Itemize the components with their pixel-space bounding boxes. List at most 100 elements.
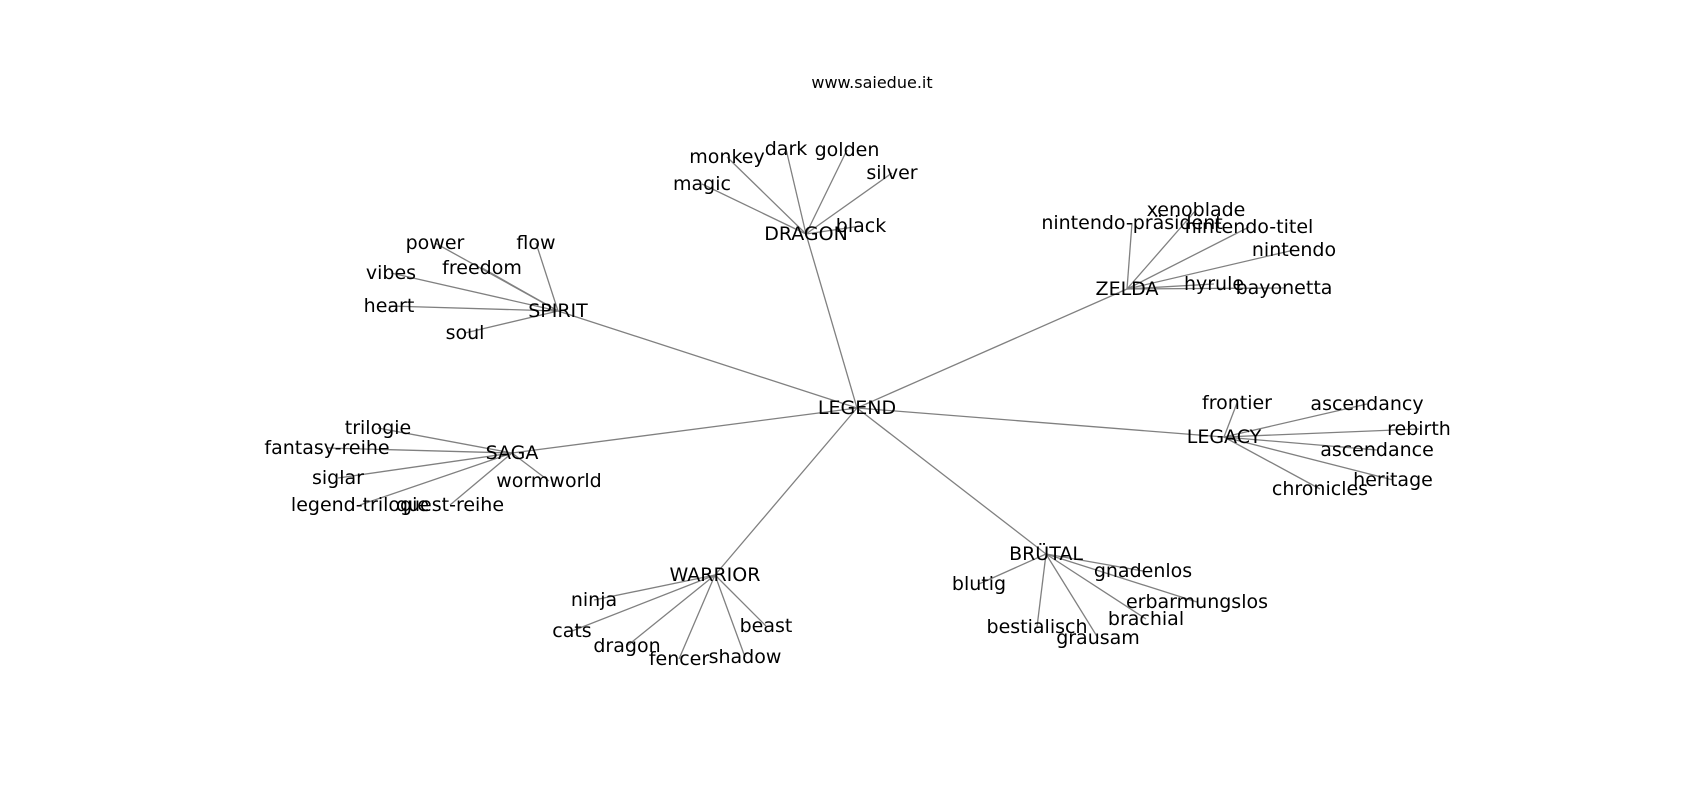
edge-warrior-ninja bbox=[593, 574, 716, 601]
node-leaf-freedom: freedom bbox=[442, 257, 522, 279]
edge-saga-quest-reihe bbox=[449, 452, 513, 506]
edge-brutal-gnadenlos bbox=[1045, 553, 1144, 572]
edge-legacy-frontier bbox=[1223, 402, 1238, 438]
edge-brutal-blutig bbox=[978, 553, 1047, 585]
node-leaf-heart: heart bbox=[364, 295, 415, 317]
node-leaf-dark: dark bbox=[765, 138, 808, 160]
node-leaf-silver: silver bbox=[866, 162, 917, 184]
edge-spirit-heart bbox=[388, 305, 559, 312]
edge-saga-siglar bbox=[337, 452, 513, 479]
node-leaf-golden: golden bbox=[815, 139, 880, 161]
node-leaf-heritage: heritage bbox=[1353, 469, 1433, 491]
edge-warrior-dragon bbox=[626, 574, 716, 647]
node-root: LEGEND bbox=[818, 397, 896, 419]
edge-legacy-ascendancy bbox=[1223, 403, 1368, 438]
edge-root-spirit bbox=[557, 310, 858, 409]
node-hub-warrior: WARRIOR bbox=[670, 564, 761, 586]
node-leaf-legend-trilogie: legend-trilogie bbox=[291, 494, 429, 516]
edge-saga-wormworld bbox=[511, 452, 550, 482]
edge-saga-legend-trilogie bbox=[359, 452, 513, 506]
edge-dragon-magic bbox=[701, 183, 807, 235]
node-leaf-ascendance: ascendance bbox=[1320, 439, 1434, 461]
node-leaf-cats: cats bbox=[552, 620, 591, 642]
node-leaf-brachial: brachial bbox=[1108, 608, 1184, 630]
edge-dragon-dark bbox=[785, 148, 807, 235]
node-leaf-power: power bbox=[406, 232, 465, 254]
node-leaf-grausam: grausam bbox=[1056, 627, 1140, 649]
node-leaf-hyrule: hyrule bbox=[1184, 273, 1244, 295]
caption: www.saiedue.it bbox=[811, 73, 932, 92]
node-leaf-black: black bbox=[836, 215, 886, 237]
edge-dragon-monkey bbox=[726, 156, 807, 235]
edge-legacy-heritage bbox=[1223, 436, 1394, 481]
edge-root-warrior bbox=[714, 407, 858, 576]
node-leaf-wormworld: wormworld bbox=[496, 470, 601, 492]
edge-warrior-beast bbox=[714, 574, 767, 627]
node-leaf-ascendancy: ascendancy bbox=[1310, 393, 1423, 415]
edge-brutal-bestialisch bbox=[1036, 553, 1047, 628]
edge-spirit-soul bbox=[464, 310, 559, 334]
node-leaf-erbarmungslos: erbarmungslos bbox=[1126, 591, 1268, 613]
node-leaf-rebirth: rebirth bbox=[1387, 418, 1451, 440]
edge-brutal-grausam bbox=[1045, 553, 1099, 639]
node-leaf-flow: flow bbox=[516, 232, 555, 254]
node-hub-brutal: BRÜTAL bbox=[1009, 542, 1083, 565]
node-leaf-nintendo-titel: nintendo-titel bbox=[1185, 216, 1314, 238]
node-leaf-blutig: blutig bbox=[952, 573, 1006, 595]
node-leaf-trilogie: trilogie bbox=[345, 417, 411, 439]
node-leaf-nintendo-prasident: nintendo-präsident bbox=[1041, 212, 1222, 234]
edge-saga-trilogie bbox=[377, 427, 513, 454]
edge-root-saga bbox=[511, 407, 858, 454]
edge-brutal-brachial bbox=[1045, 553, 1147, 620]
edge-zelda-xenoblade bbox=[1126, 209, 1197, 290]
edge-root-zelda bbox=[856, 288, 1128, 409]
edge-dragon-black bbox=[805, 225, 862, 235]
node-leaf-nintendo: nintendo bbox=[1252, 239, 1336, 261]
node-leaf-bestialisch: bestialisch bbox=[987, 616, 1088, 638]
edge-root-legacy bbox=[856, 407, 1225, 438]
node-hub-legacy: LEGACY bbox=[1187, 426, 1262, 448]
node-leaf-quest-reihe: quest-reihe bbox=[396, 494, 504, 516]
edge-root-brutal bbox=[856, 407, 1047, 555]
edge-warrior-shadow bbox=[714, 574, 746, 658]
edge-zelda-nintendo bbox=[1126, 249, 1295, 290]
edge-dragon-golden bbox=[805, 149, 848, 235]
node-leaf-vibes: vibes bbox=[366, 262, 416, 284]
edge-root-dragon bbox=[805, 233, 858, 409]
edge-spirit-vibes bbox=[390, 272, 559, 312]
node-leaf-soul: soul bbox=[446, 322, 485, 344]
edge-zelda-hyrule bbox=[1126, 283, 1215, 290]
node-leaf-gnadenlos: gnadenlos bbox=[1094, 560, 1192, 582]
node-leaf-fantasy-reihe: fantasy-reihe bbox=[264, 437, 389, 459]
edge-legacy-ascendance bbox=[1223, 436, 1378, 451]
edge-zelda-nintendo-prasident bbox=[1126, 222, 1133, 290]
edge-dragon-silver bbox=[805, 172, 893, 235]
node-leaf-siglar: siglar bbox=[312, 467, 364, 489]
node-leaf-fencer: fencer bbox=[649, 648, 710, 670]
node-leaf-magic: magic bbox=[673, 173, 731, 195]
edge-warrior-fencer bbox=[678, 574, 716, 660]
node-leaf-frontier: frontier bbox=[1202, 392, 1272, 414]
node-leaf-xenoblade: xenoblade bbox=[1147, 199, 1246, 221]
edge-spirit-freedom bbox=[481, 267, 559, 312]
node-hub-zelda: ZELDA bbox=[1096, 278, 1159, 300]
node-hub-spirit: SPIRIT bbox=[528, 300, 588, 322]
node-hub-saga: SAGA bbox=[486, 442, 539, 464]
node-hub-dragon: DRAGON bbox=[764, 223, 848, 245]
node-leaf-ninja: ninja bbox=[571, 589, 617, 611]
edges-layer bbox=[326, 148, 1420, 660]
edge-spirit-flow bbox=[535, 242, 559, 312]
node-leaf-beast: beast bbox=[740, 615, 793, 637]
edge-brutal-erbarmungslos bbox=[1045, 553, 1198, 603]
node-leaf-chronicles: chronicles bbox=[1272, 478, 1368, 500]
edge-legacy-chronicles bbox=[1223, 436, 1321, 490]
edge-zelda-nintendo-titel bbox=[1126, 226, 1250, 290]
node-leaf-shadow: shadow bbox=[709, 646, 782, 668]
node-leaf-dragon: dragon bbox=[593, 635, 660, 657]
edge-legacy-rebirth bbox=[1223, 428, 1420, 438]
node-leaf-bayonetta: bayonetta bbox=[1236, 277, 1333, 299]
edge-zelda-bayonetta bbox=[1126, 287, 1285, 290]
node-leaf-monkey: monkey bbox=[689, 146, 764, 168]
